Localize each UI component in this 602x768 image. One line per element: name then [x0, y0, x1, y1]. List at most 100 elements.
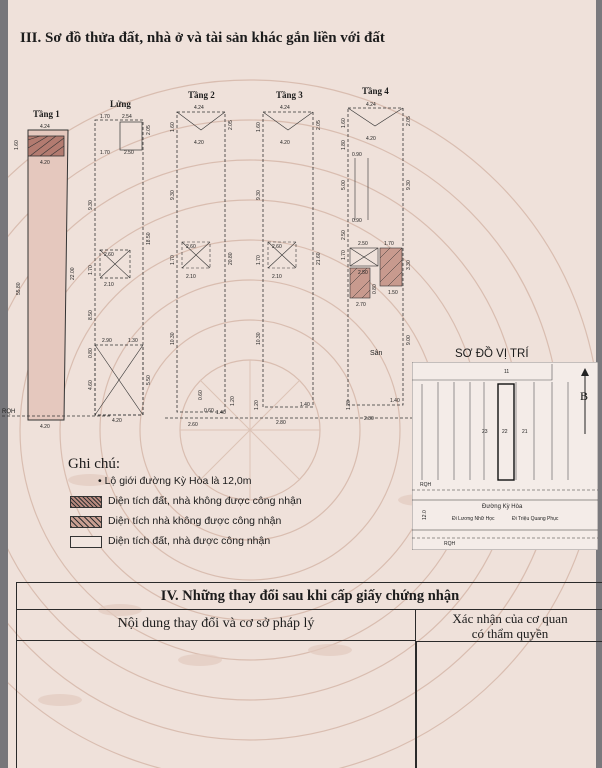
dim-t4-7: 5.00 — [341, 180, 347, 190]
dim-t2-15: 2.60 — [188, 422, 198, 428]
notes-title: Ghi chú: — [68, 456, 121, 472]
col-change-content-header: Nội dung thay đổi và cơ sở pháp lý — [17, 610, 416, 641]
dim-t2-2: 1.60 — [170, 122, 176, 132]
north-arrow-icon — [581, 368, 589, 376]
dim-t4-16: 0.80 — [372, 284, 378, 294]
dim-t2-10: 10.30 — [170, 332, 176, 345]
floor-plan-tang3: Tầng 3 4.24 1.60 2.05 4.20 9.30 2.60 1.7… — [254, 90, 322, 426]
section3-title: III. Sơ đồ thửa đất, nhà ở và tài sản kh… — [20, 30, 385, 46]
floor-label-lung: Lửng — [110, 99, 131, 109]
legend-swatch-recognized — [70, 536, 102, 548]
note-road-width: • Lộ giới đường Kỳ Hòa là 12,0m — [98, 475, 251, 487]
map-small-label-2: Đi Triệu Quang Phục — [512, 516, 559, 522]
floor-plan-tang4: Tầng 4 4.24 1.60 4.20 2.05 1.80 0.90 — [341, 86, 412, 422]
dim-t4-3: 4.20 — [366, 136, 376, 142]
floor-label-tang2: Tầng 2 — [188, 90, 215, 100]
dim-t3-4: 4.20 — [280, 140, 290, 146]
dim-lung-1: 1.70 — [100, 114, 110, 120]
dim-t3-13: 2.80 — [276, 420, 286, 426]
dim-t1-c: 22.00 — [70, 267, 76, 280]
col-confirmation-line2: có thẩm quyền — [471, 626, 549, 641]
dim-t2-8: 2.10 — [186, 274, 196, 280]
dim-t3-2: 1.60 — [256, 122, 262, 132]
dim-t4-1: 4.24 — [366, 102, 376, 108]
dim-t4-9: 9.30 — [406, 180, 412, 190]
dim-t3-8: 2.10 — [272, 274, 282, 280]
dim-lung-17: 4.20 — [112, 418, 122, 424]
dim-t3-5: 9.30 — [256, 190, 262, 200]
dim-t3-9: 21.60 — [316, 252, 322, 265]
dim-t2-14: 1.40 — [216, 410, 226, 416]
map-rqh-bottom: RQH — [444, 541, 456, 547]
dim-t2-11: 0.60 — [198, 390, 204, 400]
dim-t4-15: 3.30 — [406, 260, 412, 270]
dim-lung-15: 4.60 — [88, 380, 94, 390]
dim-t3-1: 4.24 — [280, 105, 290, 111]
dim-lung-10: 2.10 — [104, 282, 114, 288]
dim-lung-4: 1.70 — [100, 150, 110, 156]
col-confirmation-line1: Xác nhận của cơ quan — [452, 611, 568, 626]
dim-t4-17: 1.50 — [388, 290, 398, 296]
legend-swatch-not-recognized-land — [70, 496, 102, 508]
dim-t3-6: 2.60 — [272, 244, 282, 250]
floor-plan-tang2: Tầng 2 4.24 1.60 2.05 4.20 9.30 2.60 1.7… — [170, 90, 236, 428]
floor-plans-drawing: Tầng 1 4.24 1.60 4.20 22.00 4.20 55.80 R… — [2, 86, 420, 430]
lot-23: 23 — [482, 429, 488, 435]
dim-t4-14: 2.50 — [358, 270, 368, 276]
dim-lung-11: 8.50 — [88, 310, 94, 320]
dim-t4-4: 2.05 — [406, 116, 412, 126]
dim-t1-e: 55.80 — [16, 282, 22, 295]
note-not-recognized-house: Diện tích nhà không được công nhận — [108, 515, 282, 527]
dim-t3-10: 10.30 — [256, 332, 262, 345]
dim-t4-10: 2.50 — [341, 230, 347, 240]
floor-label-tang3: Tầng 3 — [276, 90, 303, 100]
dim-t4-18: 2.70 — [356, 302, 366, 308]
dim-t4-2: 1.60 — [341, 118, 347, 128]
dim-t4-22: 2.80 — [364, 416, 374, 422]
map-rqh-top: RQH — [420, 482, 432, 488]
column-divider — [415, 641, 417, 768]
dim-t4-5: 1.80 — [341, 140, 347, 150]
dim-lung-2: 2.54 — [122, 114, 132, 120]
lot-21: 21 — [522, 429, 528, 435]
bullet-icon: • — [98, 475, 105, 487]
dim-lung-5: 2.05 — [146, 125, 152, 135]
dim-lung-7: 18.50 — [146, 232, 152, 245]
dim-t2-4: 4.20 — [194, 140, 204, 146]
location-map: B 23 22 21 11 RQH Đường Kỳ Hòa Đi Lương … — [412, 362, 598, 550]
col-confirmation-header: Xác nhận của cơ quan có thẩm quyền — [417, 610, 602, 642]
san-label: Sân — [370, 350, 383, 357]
map-width-label: 12.0 — [422, 510, 428, 520]
location-map-title: SƠ ĐỒ VỊ TRÍ — [455, 348, 529, 360]
dim-t1-top: 4.24 — [40, 124, 50, 130]
north-label: B — [580, 389, 588, 403]
dim-t2-9: 20.80 — [228, 252, 234, 265]
dim-t1-b: 4.20 — [40, 160, 50, 166]
note-not-recognized-land: Diện tích đất, nhà không được công nhận — [108, 495, 302, 507]
dim-t2-7: 1.70 — [170, 255, 176, 265]
dim-t4-19: 9.00 — [406, 335, 412, 345]
dim-t2-6: 2.60 — [186, 244, 196, 250]
lot-22: 22 — [502, 429, 508, 435]
dim-lung-9: 1.70 — [88, 265, 94, 275]
dim-t2-5: 9.30 — [170, 190, 176, 200]
map-road-label: Đường Kỳ Hòa — [482, 504, 523, 510]
note-road-width-text: Lộ giới đường Kỳ Hòa là 12,0m — [104, 475, 252, 487]
floor-label-tang1: Tầng 1 — [33, 109, 60, 119]
dim-t4-8: 0.90 — [352, 218, 362, 224]
dim-t2-3: 2.05 — [228, 120, 234, 130]
rqh-label-left: RQH — [2, 409, 15, 415]
dim-t3-3: 2.05 — [316, 120, 322, 130]
dim-t2-13: 0.60 — [204, 408, 214, 414]
dim-lung-6: 9.30 — [88, 200, 94, 210]
dim-lung-3: 2.50 — [124, 150, 134, 156]
floor-plan-tang1: Tầng 1 4.24 1.60 4.20 22.00 4.20 55.80 R… — [2, 109, 110, 430]
dim-t3-11: 1.20 — [254, 400, 260, 410]
dim-t4-12: 2.50 — [358, 241, 368, 247]
dim-t2-12: 1.20 — [230, 396, 236, 406]
dim-lung-16: 5.50 — [146, 375, 152, 385]
dim-t4-13: 1.70 — [384, 241, 394, 247]
dim-t3-7: 1.70 — [256, 255, 262, 265]
